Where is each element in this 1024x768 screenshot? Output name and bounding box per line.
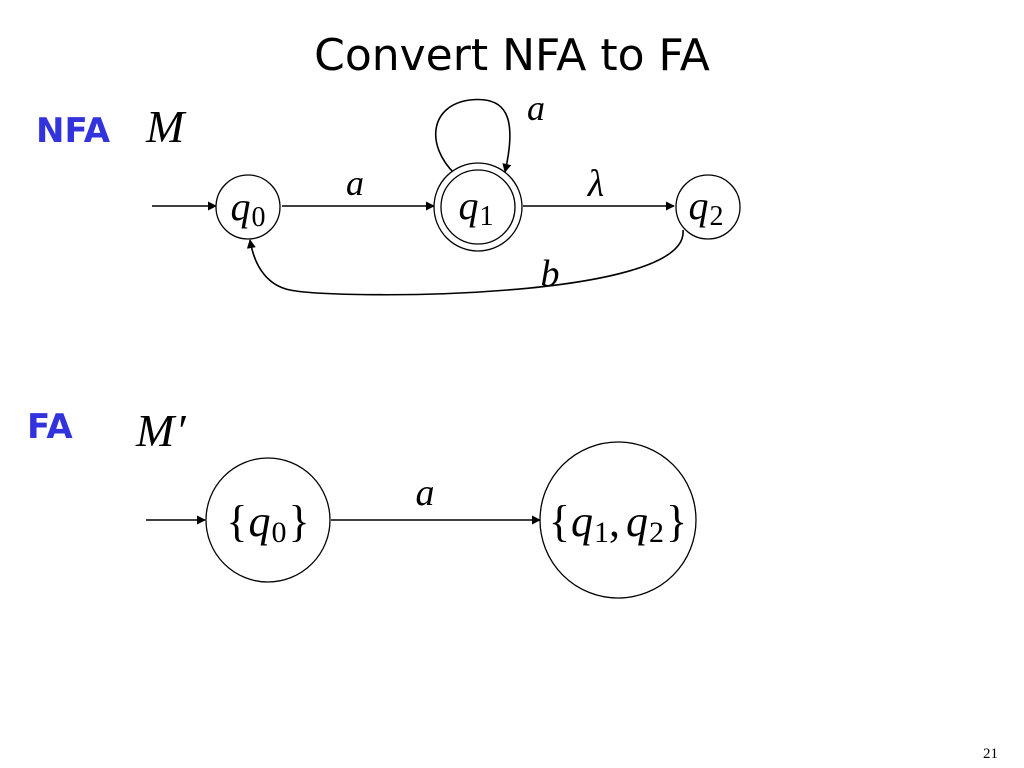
fa-state-q0-label: {q0}	[226, 497, 309, 549]
nfa-state-q2-label: q2	[689, 183, 724, 232]
nfa-state-q0-circle	[215, 174, 281, 240]
nfa-state-q0-label: q0	[231, 184, 266, 233]
nfa-edge-q2-q0	[246, 229, 684, 296]
fa-diagram: FA M′ a {q0} {q1,q2}	[27, 405, 697, 599]
nfa-diagram: NFA M a a λ b q0 q1 q2	[36, 88, 741, 296]
nfa-state-q1-inner-circle	[440, 169, 516, 245]
fa-state-q0: {q0}	[205, 457, 331, 583]
page-number: 21	[983, 746, 998, 762]
nfa-state-q2: q2	[675, 174, 741, 240]
slide-title: Convert NFA to FA	[314, 30, 710, 81]
nfa-loop-q1-label: a	[527, 88, 545, 128]
nfa-state-q1-label: q1	[459, 183, 494, 232]
fa-edge-q0-q12-label: a	[416, 472, 435, 514]
nfa-edge-q0-q1-label: a	[346, 163, 364, 203]
fa-machine-name: M′	[135, 405, 188, 456]
nfa-edge-q1-q2-label: λ	[587, 163, 604, 205]
nfa-machine-name: M	[145, 101, 187, 152]
fa-state-q12: {q1,q2}	[539, 441, 697, 599]
nfa-state-q2-circle	[675, 174, 741, 240]
nfa-state-q1: q1	[433, 162, 523, 252]
nfa-state-q0: q0	[215, 174, 281, 240]
nfa-edge-q2-q0-label: b	[541, 253, 560, 295]
nfa-loop-q1	[434, 98, 512, 175]
fa-state-q12-label: {q1,q2}	[549, 497, 687, 549]
fa-tag: FA	[27, 407, 73, 447]
fa-state-q0-circle	[205, 457, 331, 583]
nfa-tag: NFA	[36, 111, 111, 151]
fa-state-q12-circle	[539, 441, 697, 599]
